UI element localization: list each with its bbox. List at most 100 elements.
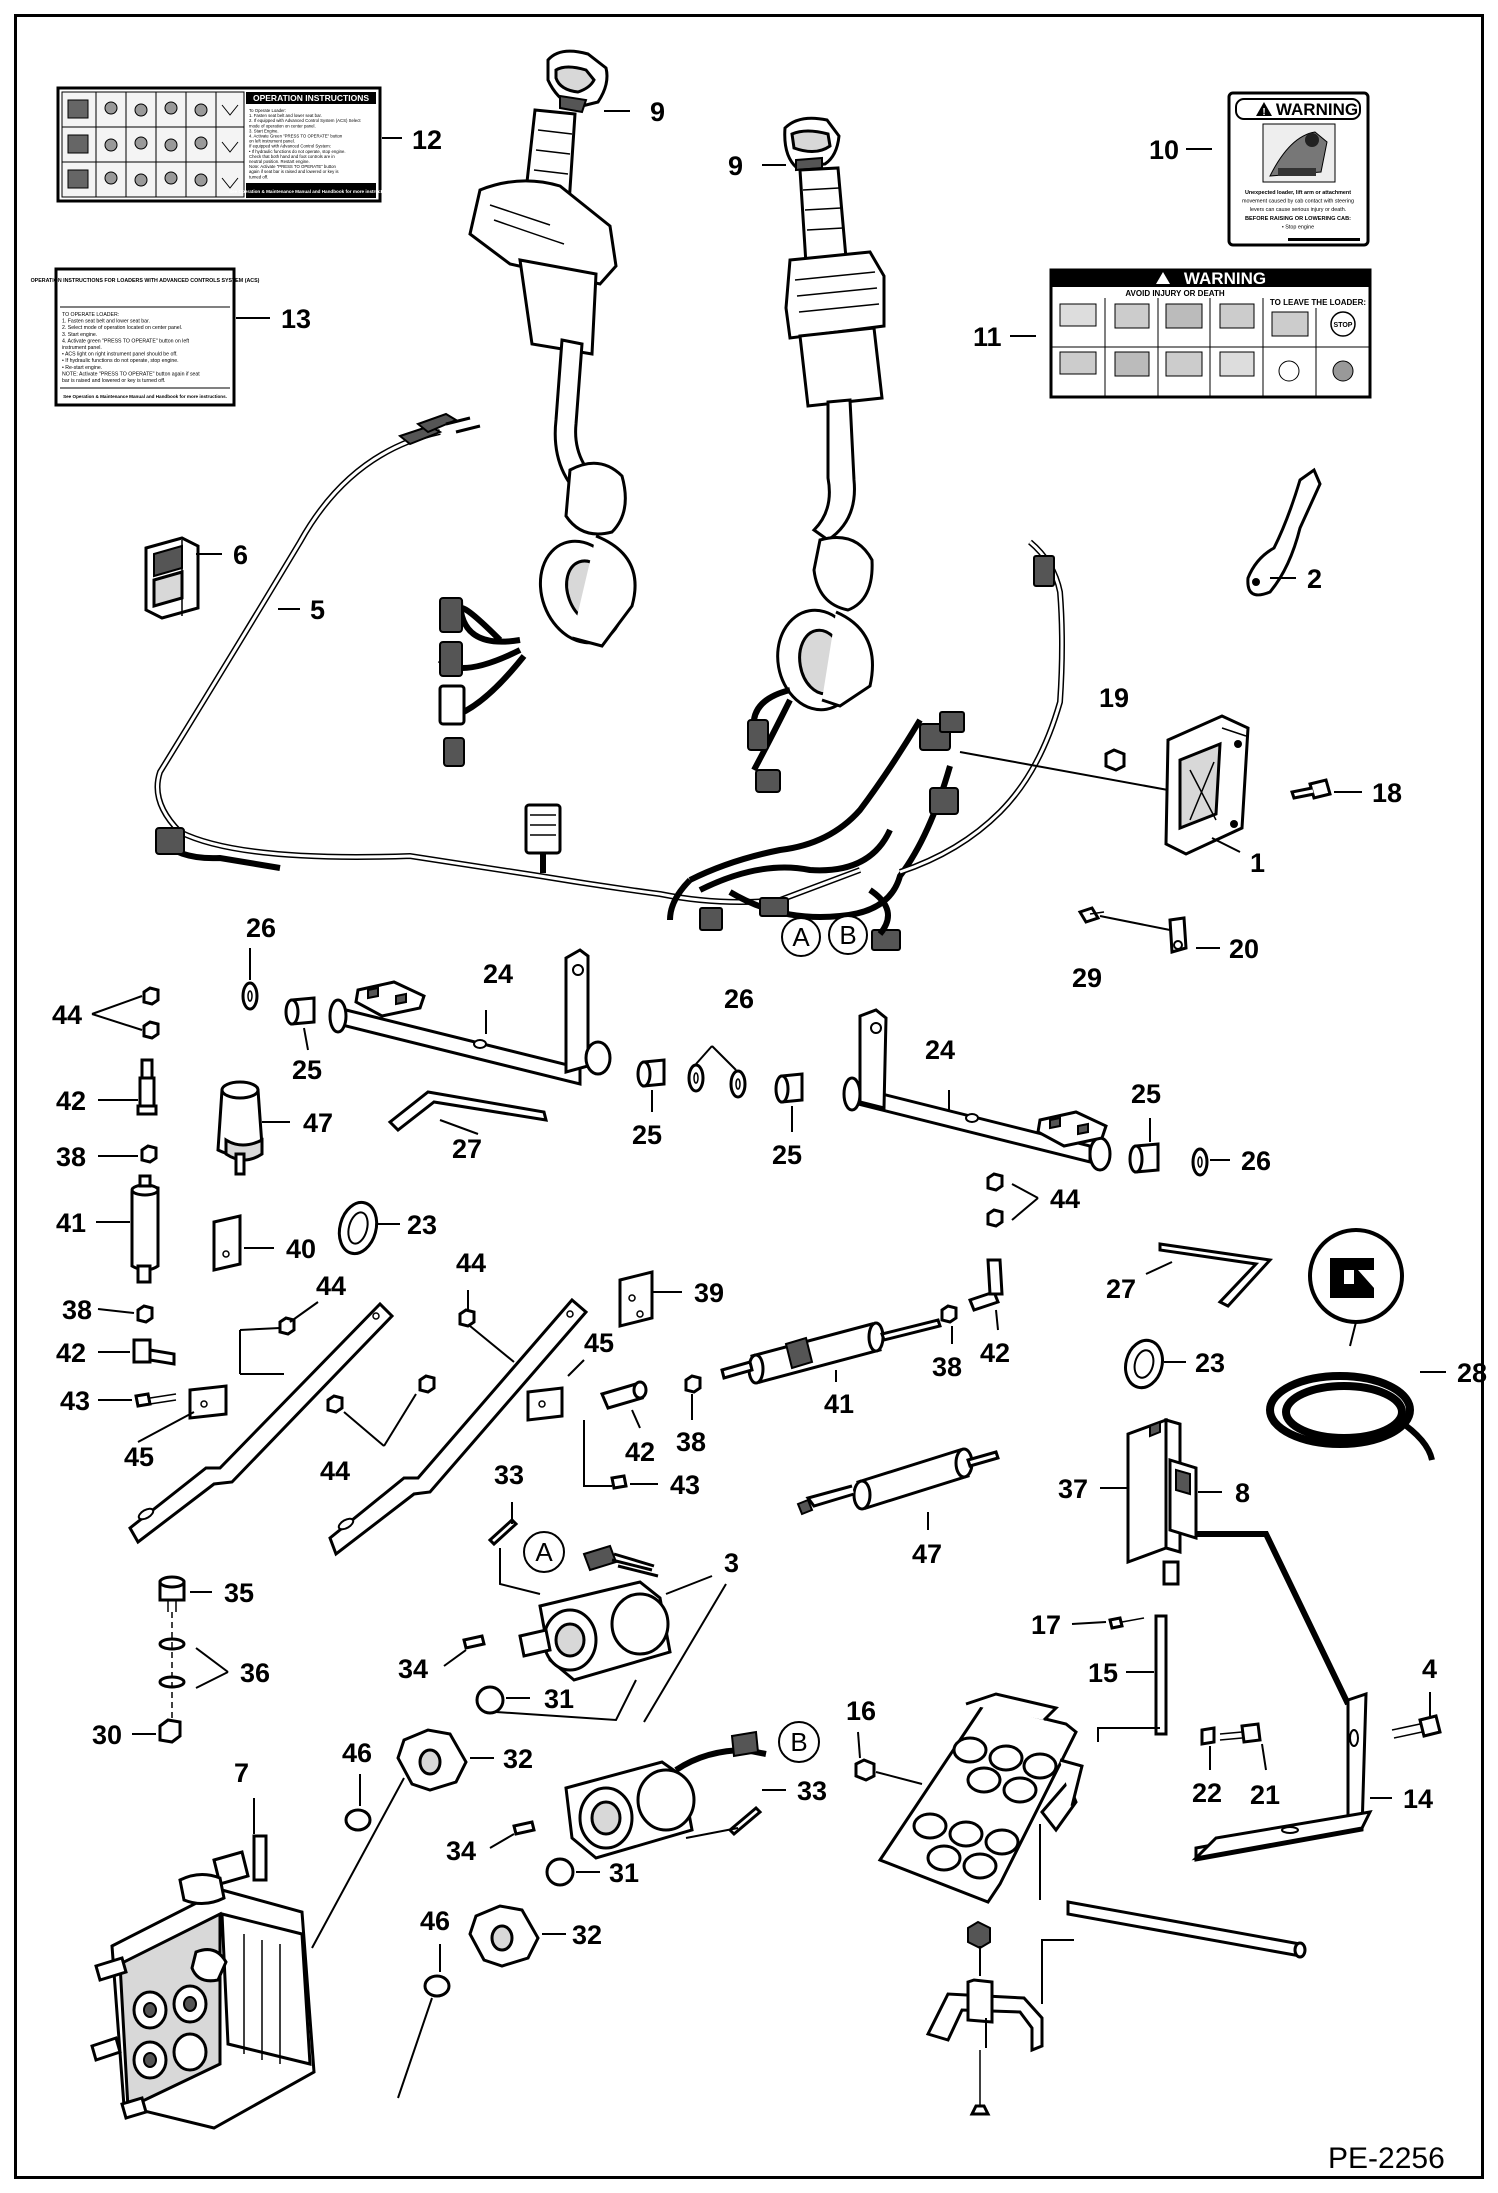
decal-warning-cab: ! WARNING Unexpected loader, lift arm or… [1227, 91, 1370, 247]
decal-11-right-heading: TO LEAVE THE LOADER: [1270, 298, 1366, 307]
o-ring-46-lower [423, 1974, 451, 1998]
bolt-21 [1219, 1722, 1262, 1744]
callout-10: 10 [1149, 135, 1179, 165]
sensor-8 [1162, 1457, 1351, 1706]
callout-38-b: 38 [62, 1295, 92, 1325]
decal-text-line: Check that both hand and foot controls a… [249, 154, 335, 159]
decal-text-line: 3. Start engine. [62, 332, 97, 338]
callout-15: 15 [1088, 1658, 1118, 1688]
callout-26-mid: 26 [724, 984, 754, 1014]
svg-text:!: ! [1262, 107, 1265, 118]
decal-text-line: movement caused by cab contact with stee… [1242, 199, 1354, 205]
callout-45-left: 45 [124, 1442, 154, 1472]
decal-11-subheading: AVOID INJURY OR DEATH [1125, 289, 1224, 298]
nut-44-d [418, 1374, 436, 1394]
callout-17: 17 [1031, 1610, 1061, 1640]
decal-text-line: turned off. [249, 174, 268, 179]
callout-1: 1 [1250, 848, 1265, 878]
decal-text-line: 4. Activate Green "PRESS TO OPERATE" but… [249, 134, 343, 139]
shaft-right-24 [842, 1008, 1112, 1172]
drawing-border [14, 14, 1484, 2179]
decal-11-grid [1051, 298, 1370, 397]
callout-22: 22 [1192, 1778, 1222, 1808]
callout-31-lower: 31 [609, 1858, 639, 1888]
callout-19: 19 [1099, 683, 1129, 713]
nut-44-right-a [986, 1172, 1004, 1192]
callout-42-d: 42 [980, 1338, 1010, 1368]
callout-26-right: 26 [1241, 1146, 1271, 1176]
adapter-32-upper [396, 1728, 468, 1792]
accumulator-47-right [796, 1447, 1000, 1516]
control-valve-7 [90, 1834, 316, 2130]
o-ring-31-lower [545, 1857, 575, 1887]
callout-43-left: 43 [60, 1386, 90, 1416]
decal-13-text: TO OPERATE LOADER:1. Fasten seat belt an… [62, 312, 200, 384]
plate-39 [618, 1270, 654, 1328]
nut-38-mid [684, 1374, 702, 1394]
connector-marker-a-top: A [781, 917, 821, 957]
callout-27-left: 27 [452, 1134, 482, 1164]
bushing-25-c [774, 1072, 804, 1104]
callout-34-upper: 34 [398, 1654, 428, 1684]
decal-11-stop: STOP [1334, 322, 1353, 329]
link-15 [1154, 1614, 1168, 1736]
callout-42-b: 42 [56, 1338, 86, 1368]
callout-46-lower: 46 [420, 1906, 450, 1936]
washer-26-right [1191, 1147, 1209, 1177]
callout-13: 13 [281, 304, 311, 334]
svg-text:B: B [839, 920, 856, 950]
nut-44-right-b [986, 1208, 1004, 1228]
nut-44-c [326, 1394, 344, 1414]
svg-text:B: B [790, 1727, 807, 1757]
callout-8: 8 [1235, 1478, 1250, 1508]
callout-38-d: 38 [932, 1352, 962, 1382]
nut-38-right [940, 1304, 958, 1324]
nut-44-top-a [142, 986, 160, 1006]
callout-20: 20 [1229, 934, 1259, 964]
screw-17 [1108, 1616, 1145, 1630]
plate-40 [212, 1214, 242, 1272]
decal-12-title: OPERATION INSTRUCTIONS [253, 93, 369, 103]
control-module-1 [1164, 714, 1250, 856]
decal-13-title: OPERATION INSTRUCTIONS FOR LOADERS WITH … [31, 278, 260, 284]
drawing-id: PE-2256 [1328, 2142, 1445, 2175]
callout-28: 28 [1457, 1358, 1487, 1388]
callout-38-c: 38 [676, 1427, 706, 1457]
callout-32-upper: 32 [503, 1744, 533, 1774]
hex-key-27-left [387, 1090, 549, 1132]
decal-10-heading: WARNING [1276, 100, 1358, 119]
decal-text-line: 1. Fasten seat belt and lower seat bar. [249, 113, 322, 118]
decal-10-text: Unexpected loader, lift arm or attachmen… [1242, 190, 1354, 230]
grommet-23-right [1124, 1338, 1164, 1390]
callout-24-right: 24 [925, 1035, 955, 1065]
decal-text-line: BEFORE RAISING OR LOWERING CAB: [1245, 216, 1351, 222]
o-ring-46-upper [344, 1808, 372, 1832]
callout-9-left: 9 [650, 97, 665, 127]
bolt-4 [1391, 1714, 1442, 1739]
decal-text-line: 2. Select mode of operation located on c… [62, 325, 182, 331]
callout-12: 12 [412, 125, 442, 155]
bolt-18 [1290, 778, 1332, 800]
callout-23-right: 23 [1195, 1348, 1225, 1378]
callout-38-a: 38 [56, 1142, 86, 1172]
decal-pictogram-grid [62, 92, 244, 197]
bushing-25-d [1128, 1142, 1160, 1174]
decal-text-line: Note: Activate "PRESS TO OPERATE" button [249, 164, 336, 169]
callout-25-c: 25 [772, 1140, 802, 1170]
decal-text-line: NOTE: Activate "PRESS TO OPERATE" button… [62, 371, 200, 377]
callout-44-d: 44 [456, 1248, 486, 1278]
bracket-2 [1246, 467, 1322, 597]
connector-marker-a-mid: A [523, 1531, 565, 1573]
clip-20 [1168, 916, 1188, 954]
washer-26-left [241, 981, 259, 1011]
callout-5: 5 [310, 595, 325, 625]
decal-12-footer: See Operation & Maintenance Manual and H… [229, 189, 393, 194]
callout-25-b: 25 [632, 1120, 662, 1150]
callout-23-left: 23 [407, 1210, 437, 1240]
callout-25-d: 25 [1131, 1079, 1161, 1109]
callout-14: 14 [1403, 1784, 1433, 1814]
fitting-42-top [136, 1058, 158, 1116]
decal-text-line: 1. Fasten seat belt and lower seat bar. [62, 319, 150, 325]
decal-text-line: again if seat bar is raised and lowered … [249, 169, 339, 174]
